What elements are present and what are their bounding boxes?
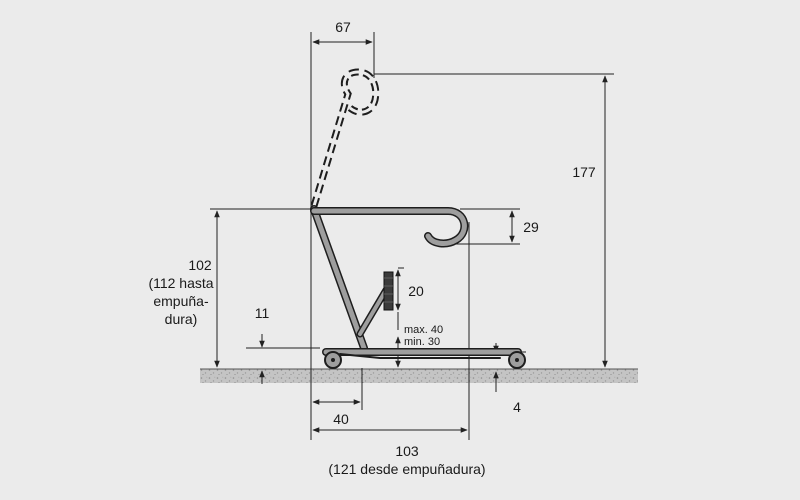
- label-width-top: 67: [335, 19, 351, 35]
- label-length-note: (121 desde empuñadura): [328, 461, 485, 477]
- label-clearance-max: max. 40: [404, 324, 443, 336]
- label-hook-height: 29: [523, 219, 539, 235]
- lift-base: [322, 348, 522, 359]
- ground-strip: [200, 369, 638, 383]
- label-clearance-min: min. 30: [404, 336, 440, 348]
- label-height-frame-note-2: empuña-: [153, 293, 209, 309]
- label-base-clearance: 11: [255, 305, 270, 321]
- wheels: [324, 351, 526, 369]
- knee-pad: [383, 271, 394, 311]
- label-base-depth: 40: [333, 411, 349, 427]
- label-height-frame-note-1: (112 hasta: [148, 275, 213, 291]
- lift-mast: [310, 205, 469, 352]
- label-height-total: 177: [572, 164, 596, 180]
- label-wheel-height: 4: [513, 399, 521, 415]
- label-pad-height: 20: [408, 283, 424, 299]
- label-height-frame: 102: [188, 257, 212, 273]
- label-height-frame-note-3: dura): [165, 311, 198, 327]
- boom-raised-dashed: [310, 68, 380, 208]
- label-length-total: 103: [395, 443, 419, 459]
